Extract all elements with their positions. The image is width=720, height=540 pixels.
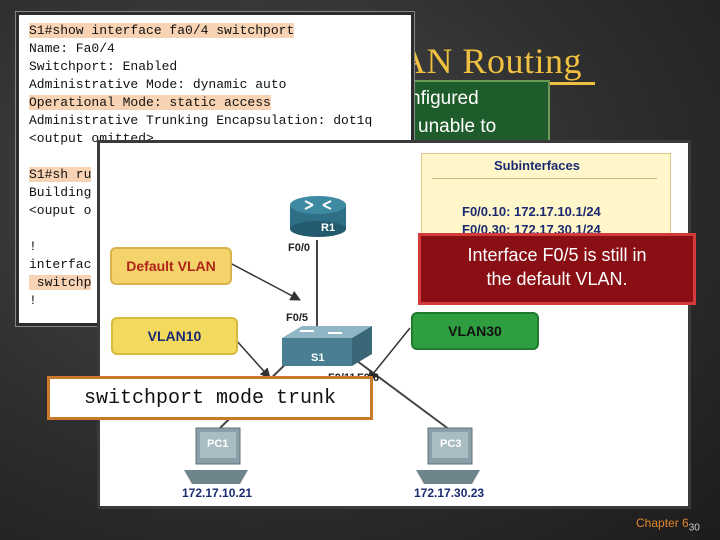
subinterface-line: F0/0.10: 172.17.10.1/24 [462,204,601,219]
command-box: switchport mode trunk [47,376,373,420]
terminal-line: Administrative Trunking Encapsulation: d… [29,113,373,128]
arrow-vlan30 [367,327,411,381]
warning-callout: Interface F0/5 is still in the default V… [418,233,696,305]
callout-line: the default VLAN. [486,269,628,289]
chapter-label: Chapter 6 [636,516,689,530]
terminal-line: S1#sh ru [29,167,92,182]
link-switch-pc3 [344,351,451,431]
page-number: 30 [688,522,700,534]
switch-label: S1 [311,352,325,364]
terminal-line: ! [29,239,37,254]
pc3-icon [416,427,480,484]
router-port-label: F0/0 [288,242,311,254]
default-vlan-label: Default VLAN [110,247,232,285]
terminal-line: Administrative Mode: dynamic auto [29,77,287,92]
terminal-line: Name: Fa0/4 [29,41,115,56]
vlan30-label: VLAN30 [411,312,539,350]
terminal-line-highlighted: Operational Mode: static access [29,95,271,110]
pc1-label: PC1 [207,438,229,450]
terminal-line: Building [29,185,92,200]
terminal-line: Switchport: Enabled [29,59,178,74]
terminal-line: interfac [29,257,92,272]
slide-title: AN Routing [400,41,583,81]
switch-icon [282,326,372,366]
arrow-vlan10 [235,339,271,379]
terminal-line: <ouput o [29,203,92,218]
terminal-line: switchp [29,275,92,290]
subinterfaces-divider [432,178,657,179]
subinterfaces-title: Subinterfaces [494,158,580,173]
switch-port-label: F0/5 [286,312,309,324]
vlan10-label: VLAN10 [111,317,238,355]
pc3-label: PC3 [440,438,462,450]
terminal-line: S1#show interface fa0/4 switchport [29,23,295,38]
terminal-line: ! [29,293,37,308]
callout-line: Interface F0/5 is still in [467,245,647,265]
pc3-ip: 172.17.30.23 [414,486,485,500]
bullet-line: nfigured [410,88,479,109]
pc1-icon [184,427,248,484]
slide-footer: Chapter 630 [636,516,700,533]
pc1-ip: 172.17.10.21 [182,486,253,500]
router-icon [290,196,346,237]
arrow-default-vlan [229,262,301,301]
router-label: R1 [321,222,336,234]
bullet-line: unable to [418,116,497,137]
